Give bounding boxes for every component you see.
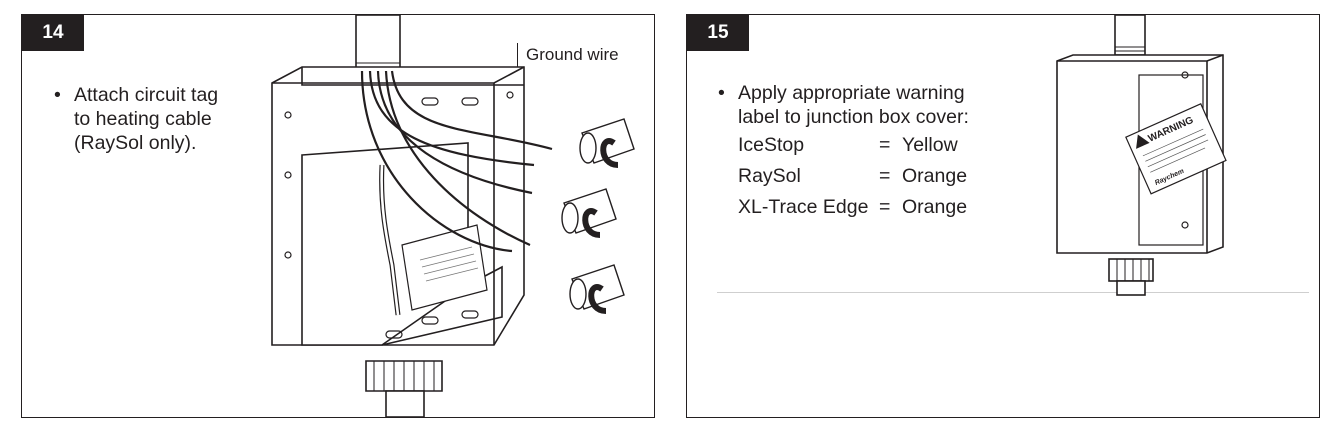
step-number-badge: 14 [22,15,84,51]
step-15-panel: 15 • Apply appropriate warning label to … [686,14,1320,418]
equals-sign: = [879,196,891,218]
junction-box-cover-illustration: WARNING Raychem [1056,15,1227,296]
divider [717,292,1309,293]
bullet-dot: • [54,84,61,106]
instruction-line: (RaySol only). [74,132,197,154]
label-color: Orange [902,196,968,218]
label-color: Yellow [902,134,958,156]
product-name: XL-Trace Edge [738,196,869,218]
step-number-badge: 15 [687,15,749,51]
step-14-instruction: • Attach circuit tag to heating cable (R… [54,83,219,155]
step-14-panel: 14 • Attach circuit tag to heating cable… [21,14,655,418]
product-name: IceStop [738,134,805,156]
equals-sign: = [879,165,891,187]
ground-wire-label: Ground wire [526,45,619,64]
step-15-instruction: • Apply appropriate warning label to jun… [718,81,969,129]
instruction-line: to heating cable [74,108,212,130]
equals-sign: = [879,134,891,156]
instruction-line: Apply appropriate warning [738,82,965,104]
bullet-dot: • [718,82,725,104]
product-name: RaySol [738,165,801,187]
instruction-line: label to junction box cover: [738,106,969,128]
instruction-line: Attach circuit tag [74,84,219,106]
label-color: Orange [902,165,968,187]
junction-box-wiring-illustration [271,15,635,417]
